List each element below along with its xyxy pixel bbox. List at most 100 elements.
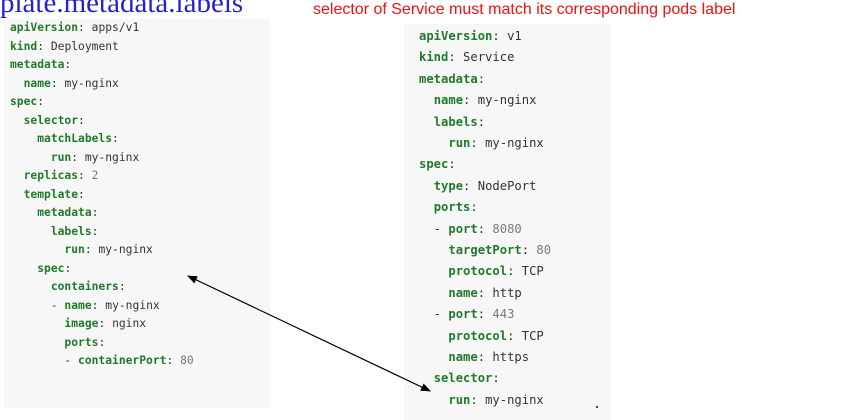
yaml-key: spec: [37, 261, 65, 275]
deployment-line: containers:: [10, 280, 126, 294]
yaml-colon: :: [78, 187, 85, 201]
yaml-key: selector: [23, 113, 79, 127]
yaml-key: containers: [50, 280, 119, 293]
yaml-key: selector: [433, 371, 493, 386]
deployment-line: metadata:: [10, 206, 98, 220]
yaml-indent: [10, 132, 37, 145]
yaml-colon: :: [463, 178, 471, 193]
yaml-value: https: [492, 350, 530, 364]
yaml-colon: :: [470, 200, 478, 215]
yaml-colon: :: [91, 298, 99, 312]
deployment-line: apiVersion: apps/v1: [10, 21, 139, 35]
yaml-colon: :: [507, 264, 515, 279]
yaml-indent: -: [419, 307, 449, 322]
yaml-key: apiVersion: [419, 29, 493, 43]
yaml-colon: :: [91, 224, 99, 238]
yaml-value: TCP: [521, 264, 544, 279]
yaml-indent: [419, 393, 448, 407]
deployment-line: replicas: 2: [10, 169, 99, 183]
yaml-key: image: [64, 317, 99, 330]
deployment-line: spec:: [10, 262, 71, 276]
yaml-value: my-nginx: [477, 93, 537, 108]
yaml-colon: :: [64, 261, 72, 275]
yaml-colon: :: [64, 58, 72, 71]
service-line: apiVersion: v1: [419, 29, 522, 43]
yaml-value: Deployment: [50, 39, 119, 53]
yaml-key: name: [448, 350, 478, 364]
yaml-colon: :: [166, 354, 174, 367]
yaml-key: template: [23, 187, 79, 201]
service-line: type: NodePort: [419, 178, 537, 193]
yaml-key: run: [64, 243, 85, 256]
yaml-value: my-nginx: [64, 76, 119, 90]
yaml-colon: :: [78, 21, 85, 34]
yaml-colon: :: [71, 150, 79, 164]
yaml-colon: :: [463, 93, 471, 108]
yaml-key: kind: [10, 39, 38, 53]
yaml-colon: :: [521, 243, 530, 257]
yaml-indent: [419, 93, 434, 107]
yaml-colon: :: [98, 317, 106, 330]
service-line: protocol: TCP: [419, 328, 544, 343]
yaml-indent: [10, 317, 64, 330]
yaml-colon: :: [78, 113, 85, 127]
deployment-line: - containerPort: 80: [10, 354, 194, 368]
yaml-indent: [419, 243, 448, 257]
yaml-indent: [419, 286, 448, 300]
service-line: targetPort: 80: [419, 243, 551, 257]
yaml-value: my-nginx: [98, 243, 153, 256]
yaml-colon: :: [477, 114, 486, 129]
yaml-key: metadata: [37, 206, 92, 219]
yaml-value: my-nginx: [485, 136, 544, 150]
yaml-indent: [10, 243, 64, 256]
yaml-indent: [10, 151, 51, 164]
yaml-colon: :: [78, 169, 85, 182]
deployment-line: labels:: [10, 224, 99, 239]
yaml-indent: [10, 114, 24, 127]
deployment-line: matchLabels:: [10, 132, 119, 146]
yaml-key: run: [448, 392, 471, 407]
yaml-colon: :: [84, 243, 92, 256]
yaml-value: my-nginx: [485, 392, 544, 407]
service-line: - port: 443: [419, 307, 515, 322]
service-line: kind: Service: [419, 50, 514, 64]
deployment-line: ports:: [10, 336, 105, 350]
yaml-colon: :: [118, 280, 126, 293]
yaml-indent: -: [10, 298, 65, 312]
yaml-value: 80: [180, 354, 194, 367]
yaml-key: labels: [433, 114, 478, 129]
yaml-key: replicas: [23, 169, 79, 182]
deployment-yaml-block: apiVersion: apps/v1 kind: Deployment metad…: [4, 19, 270, 408]
yaml-key: name: [433, 93, 464, 108]
yaml-colon: :: [477, 221, 486, 236]
yaml-key: run: [448, 136, 471, 150]
yaml-indent: [419, 350, 448, 364]
yaml-indent: [10, 336, 64, 349]
yaml-colon: :: [91, 206, 99, 219]
yaml-key: port: [448, 307, 478, 322]
yaml-key: labels: [50, 224, 92, 238]
yaml-indent: [419, 136, 448, 150]
yaml-value: apps/v1: [91, 21, 140, 34]
yaml-key: kind: [419, 50, 449, 65]
yaml-key: metadata: [10, 58, 65, 71]
yaml-key: apiVersion: [10, 21, 79, 34]
yaml-key: matchLabels: [37, 132, 113, 145]
yaml-indent: -: [419, 221, 449, 236]
yaml-key: ports: [433, 200, 471, 215]
yaml-indent: [10, 262, 37, 275]
yaml-value: TCP: [521, 328, 544, 343]
yaml-colon: :: [37, 95, 45, 108]
yaml-colon: :: [492, 29, 500, 43]
yaml-indent: [419, 200, 434, 214]
yaml-value: my-nginx: [105, 298, 160, 312]
service-line: run: my-nginx: [419, 392, 544, 407]
yaml-value: 443: [492, 307, 515, 322]
yaml-indent: [10, 225, 51, 238]
deployment-line: name: my-nginx: [10, 77, 119, 91]
yaml-value: 8080: [492, 221, 522, 236]
yaml-value: my-nginx: [84, 150, 140, 164]
yaml-value: 2: [91, 169, 99, 182]
yaml-key: ports: [64, 335, 99, 349]
